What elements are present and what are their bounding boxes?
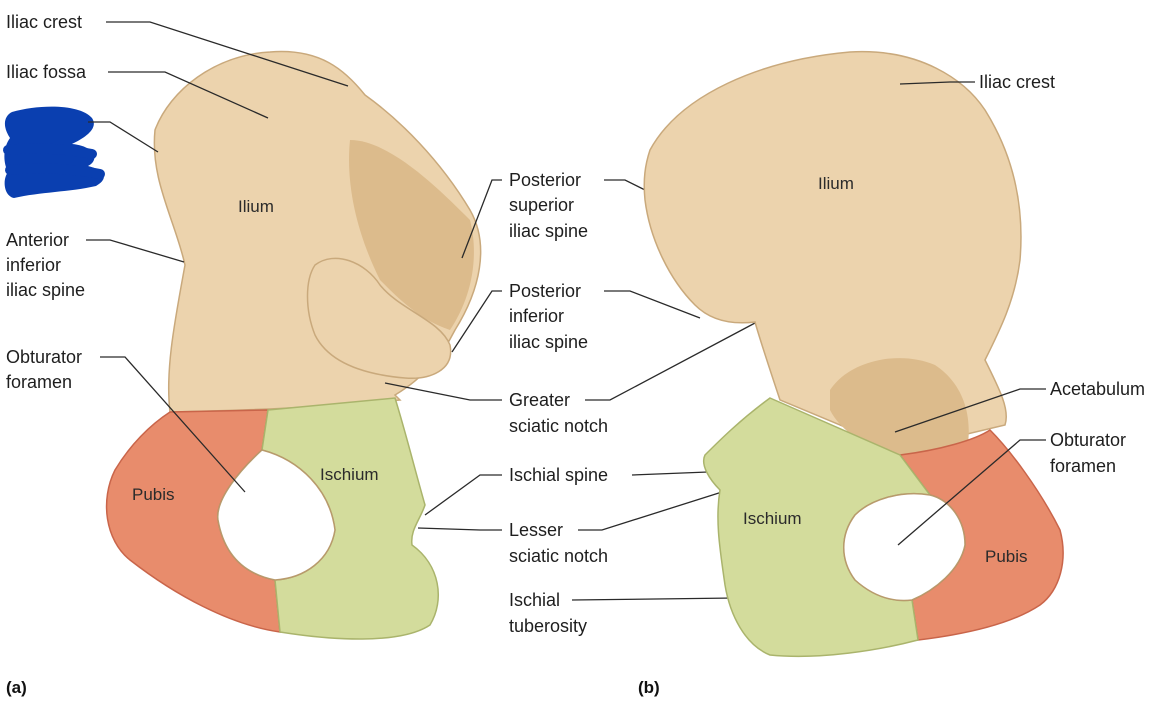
label-a-anterior-inferior-iliac-spine: Anterior inferior iliac spine xyxy=(6,230,85,300)
ilium-shape-b xyxy=(643,50,1022,451)
label-a-obturator-foramen: Obturator foramen xyxy=(6,347,87,392)
leader-gsn-b xyxy=(585,322,756,401)
label-a-iliac-fossa: Iliac fossa xyxy=(6,62,87,82)
leader-b-acetabulum xyxy=(894,388,1046,433)
obturator-foramen-shape-b xyxy=(843,492,966,602)
leader-is-b xyxy=(631,471,709,476)
leader-lsn-a xyxy=(417,527,502,531)
leader-is-a xyxy=(424,474,502,516)
label-ischial-spine: Ischial spine xyxy=(509,465,608,485)
label-b-obturator-foramen: Obturator foramen xyxy=(1050,430,1131,476)
part-a-ilium: Ilium xyxy=(238,197,274,216)
panel-b: Iliac crest Acetabulum Obturator foramen… xyxy=(638,50,1145,697)
leader-b-iliac-crest xyxy=(899,81,975,85)
part-a-pubis: Pubis xyxy=(132,485,175,504)
label-greater-sciatic-notch: Greater sciatic notch xyxy=(509,390,608,436)
leader-pis-a xyxy=(451,290,502,353)
leader-a-obturator-foramen xyxy=(100,356,246,493)
label-posterior-superior-iliac-spine: Posterior superior iliac spine xyxy=(509,170,588,241)
leader-a-anterior-inferior-iliac-spine xyxy=(86,239,185,263)
part-b-ischium: Ischium xyxy=(743,509,802,528)
label-b-iliac-crest: Iliac crest xyxy=(979,72,1055,92)
label-ischial-tuberosity: Ischial tuberosity xyxy=(509,590,587,636)
panel-label-b: (b) xyxy=(638,678,660,697)
obturator-foramen-shape-a xyxy=(217,449,336,581)
leader-lsn-b xyxy=(578,491,723,531)
redaction-scribble xyxy=(3,106,105,198)
posterior-ilium-shade-a xyxy=(349,140,474,330)
leader-pis-b xyxy=(604,290,701,319)
label-lesser-sciatic-notch: Lesser sciatic notch xyxy=(509,520,608,566)
leader-a-iliac-crest xyxy=(106,21,349,87)
panel-label-a: (a) xyxy=(6,678,27,697)
label-a-iliac-crest: Iliac crest xyxy=(6,12,82,32)
leader-b-obturator-foramen xyxy=(897,439,1046,546)
label-b-acetabulum: Acetabulum xyxy=(1050,379,1145,399)
leader-it-b xyxy=(571,597,736,601)
part-b-pubis: Pubis xyxy=(985,547,1028,566)
leader-a-redacted xyxy=(88,121,159,153)
leader-psis-a xyxy=(461,179,502,259)
auricular-surface-a xyxy=(306,257,452,379)
part-a-ischium: Ischium xyxy=(320,465,379,484)
panel-a: Iliac crest Iliac fossa Anterior inferio… xyxy=(3,12,756,697)
leader-a-iliac-fossa xyxy=(108,71,269,119)
part-b-ilium: Ilium xyxy=(818,174,854,193)
leader-gsn-a xyxy=(384,382,502,401)
label-posterior-inferior-iliac-spine: Posterior inferior iliac spine xyxy=(509,281,588,352)
